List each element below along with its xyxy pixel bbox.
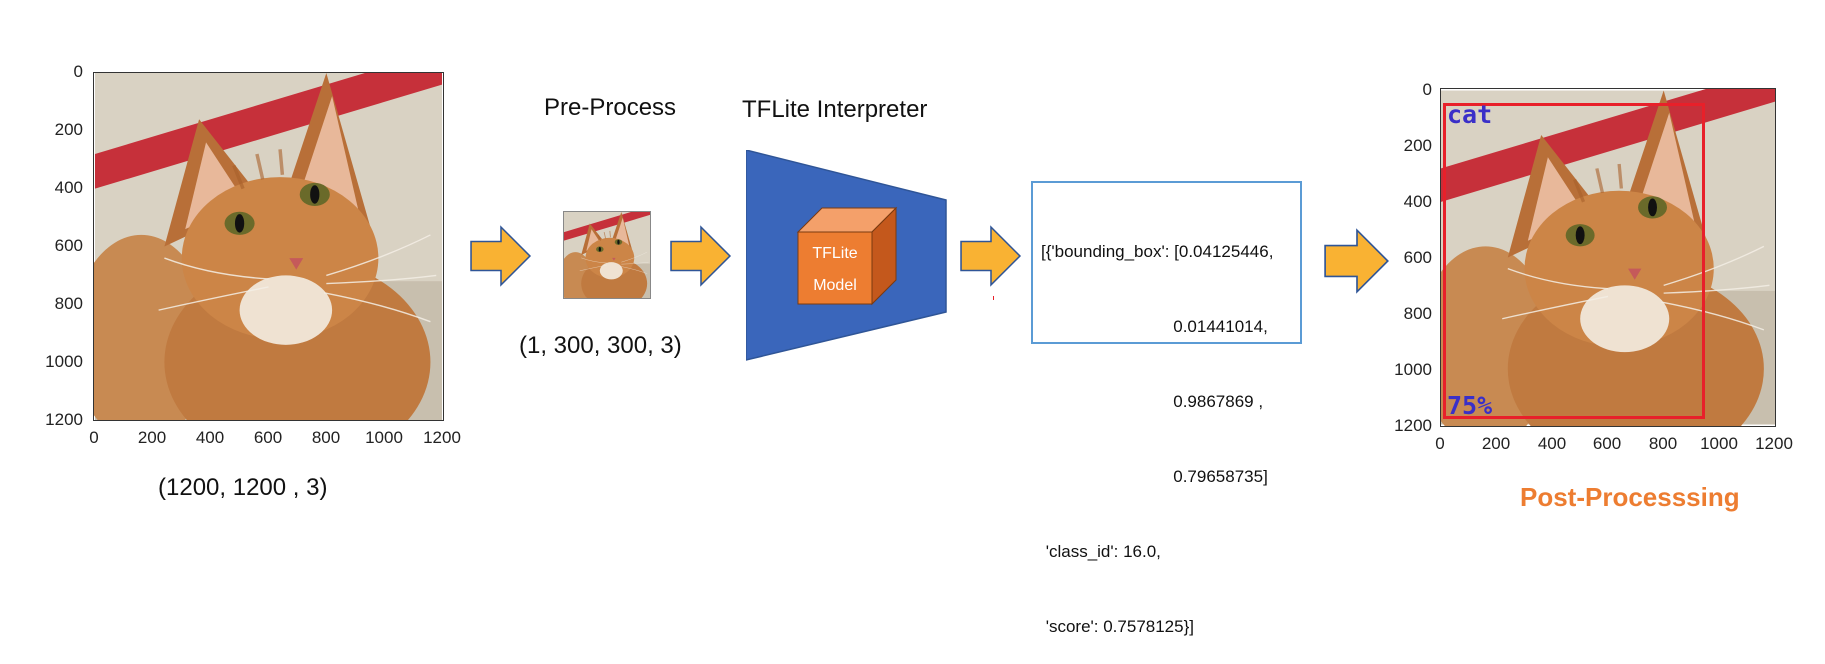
model-label-line1: TFLite — [812, 245, 858, 262]
preprocess-label: Pre-Process — [544, 94, 677, 121]
x-tick: 1000 — [1700, 434, 1738, 453]
result-plot-frame — [1440, 88, 1776, 427]
x-tick: 1200 — [1755, 434, 1793, 453]
input-plot-frame — [93, 72, 444, 421]
postprocess-label: Post-Processsing — [1520, 482, 1740, 512]
output-line: 'class_id': 16.0, — [1041, 542, 1161, 561]
y-tick: 0 — [73, 62, 83, 81]
y-tick: 1000 — [45, 352, 83, 371]
x-tick: 400 — [195, 428, 225, 447]
detection-class-label: cat — [1447, 100, 1493, 129]
x-tick: 800 — [1648, 434, 1678, 453]
arrow-right-icon — [670, 226, 731, 286]
arrow-right-icon — [470, 226, 531, 286]
y-tick: 800 — [1403, 304, 1432, 323]
y-tick: 1200 — [45, 410, 83, 429]
x-tick: 200 — [137, 428, 167, 447]
marker-dot — [993, 296, 994, 300]
model-label: TFLite Model — [798, 238, 872, 302]
cube-icon — [796, 206, 898, 306]
output-line: 0.79658735] — [1041, 467, 1268, 486]
y-tick: 200 — [1403, 136, 1432, 155]
input-shape-caption: (1200, 1200 , 3) — [158, 474, 328, 501]
x-tick: 600 — [253, 428, 283, 447]
y-tick: 1200 — [1394, 416, 1432, 435]
y-tick: 800 — [54, 294, 83, 313]
interpreter-label: TFLite Interpreter — [742, 96, 928, 123]
model-label-line2: Model — [813, 277, 857, 294]
x-tick: 0 — [1435, 434, 1445, 453]
detection-bounding-box — [1443, 103, 1705, 419]
x-tick: 800 — [311, 428, 341, 447]
y-tick: 400 — [1403, 192, 1432, 211]
x-tick: 0 — [89, 428, 99, 447]
output-line: 0.9867869 , — [1041, 392, 1264, 411]
interpreter-output-box: [{'bounding_box': [0.04125446, 0.0144101… — [1031, 181, 1302, 636]
x-tick: 1000 — [365, 428, 403, 447]
output-line: 0.01441014, — [1041, 317, 1268, 336]
preprocessed-thumbnail — [563, 211, 651, 299]
output-line: 'score': 0.7578125}] — [1041, 617, 1194, 636]
preprocess-shape-caption: (1, 300, 300, 3) — [519, 332, 682, 359]
y-tick: 200 — [54, 120, 83, 139]
output-line: [{'bounding_box': [0.04125446, — [1041, 242, 1274, 261]
y-tick: 600 — [1403, 248, 1432, 267]
y-tick: 0 — [1422, 80, 1432, 99]
y-tick: 400 — [54, 178, 83, 197]
x-tick: 200 — [1481, 434, 1511, 453]
y-tick: 600 — [54, 236, 83, 255]
detection-score-label: 75% — [1447, 391, 1493, 420]
x-tick: 400 — [1537, 434, 1567, 453]
y-tick: 1000 — [1394, 360, 1432, 379]
x-tick: 600 — [1592, 434, 1622, 453]
arrow-right-icon — [960, 226, 1021, 286]
x-tick: 1200 — [423, 428, 461, 447]
